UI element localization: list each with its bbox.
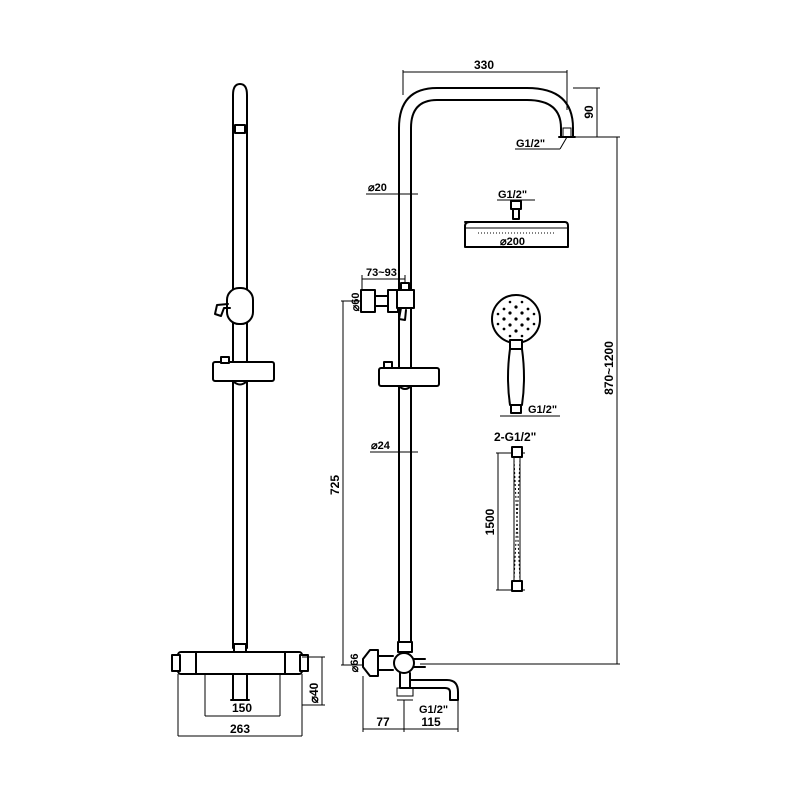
dim-label-arm-drop: 90 bbox=[582, 105, 596, 119]
front-mixer-left-handle bbox=[171, 654, 181, 672]
label-bracket-range: 73~93 bbox=[366, 267, 397, 279]
label-arm-thread: G1/2" bbox=[516, 138, 545, 150]
label-head-dia: ⌀200 bbox=[500, 236, 525, 248]
side-wall-bracket bbox=[360, 289, 376, 313]
rain-shower-head: G1/2" ⌀200 bbox=[464, 189, 569, 248]
hand-shower-handle bbox=[507, 348, 525, 406]
hose-coil-pattern bbox=[513, 459, 521, 581]
side-wall-flange bbox=[362, 649, 379, 677]
label-bracket-dia: ⌀60 bbox=[350, 293, 362, 312]
label-mixer-flange-dia: ⌀66 bbox=[349, 654, 361, 673]
front-riser-pipe bbox=[232, 83, 248, 649]
label-mixer-inlet-thread: G1/2" bbox=[419, 704, 448, 716]
dim-label-mixer-width: 263 bbox=[230, 722, 250, 736]
hand-shower-nozzles bbox=[496, 300, 536, 338]
dim-label-mixer-depth: ⌀40 bbox=[307, 682, 321, 703]
dim-label-bracket-height: 725 bbox=[328, 475, 342, 495]
front-slider-clip bbox=[232, 380, 248, 386]
hand-shower: G1/2" bbox=[491, 294, 560, 417]
front-diverter-lever bbox=[214, 303, 231, 317]
dim-label-spout-length: 115 bbox=[421, 715, 441, 729]
side-riser-and-arm bbox=[398, 87, 574, 649]
side-mixer-body bbox=[393, 652, 415, 674]
front-mixer-right-handle bbox=[299, 654, 309, 672]
label-lower-pipe-dia: ⌀24 bbox=[371, 440, 391, 452]
dim-label-total-height: 870~1200 bbox=[602, 341, 616, 395]
side-slider bbox=[378, 367, 440, 387]
front-slider-knob bbox=[220, 356, 230, 364]
front-view: 150 263 ⌀40 bbox=[171, 83, 325, 737]
dim-label-inlet-spacing: 150 bbox=[232, 701, 252, 715]
hose-body bbox=[513, 456, 521, 582]
label-handshower-thread: G1/2" bbox=[528, 404, 557, 416]
side-diverter bbox=[396, 289, 415, 309]
side-spout bbox=[409, 679, 459, 701]
side-view: 330 90 G1/2" ⌀20 73~93 ⌀60 ⌀24 bbox=[328, 58, 620, 732]
label-head-thread: G1/2" bbox=[498, 189, 527, 201]
hand-shower-neck bbox=[509, 339, 523, 350]
label-upper-pipe-dia: ⌀20 bbox=[368, 182, 387, 194]
front-spout bbox=[232, 673, 248, 701]
shower-hose: 2-G1/2" 1500 bbox=[483, 430, 536, 592]
front-diverter-knob bbox=[226, 287, 254, 325]
dim-label-hose-length: 1500 bbox=[483, 508, 497, 535]
label-hose-threads: 2-G1/2" bbox=[494, 430, 536, 444]
dim-label-arm-length: 330 bbox=[474, 58, 494, 72]
side-coupling bbox=[397, 641, 413, 653]
dim-label-wall-offset: 77 bbox=[376, 715, 390, 729]
hose-top-nut bbox=[511, 446, 523, 458]
front-riser-cap bbox=[234, 124, 246, 134]
hose-bottom-nut bbox=[511, 580, 523, 592]
front-hand-shower-slider bbox=[212, 361, 275, 382]
